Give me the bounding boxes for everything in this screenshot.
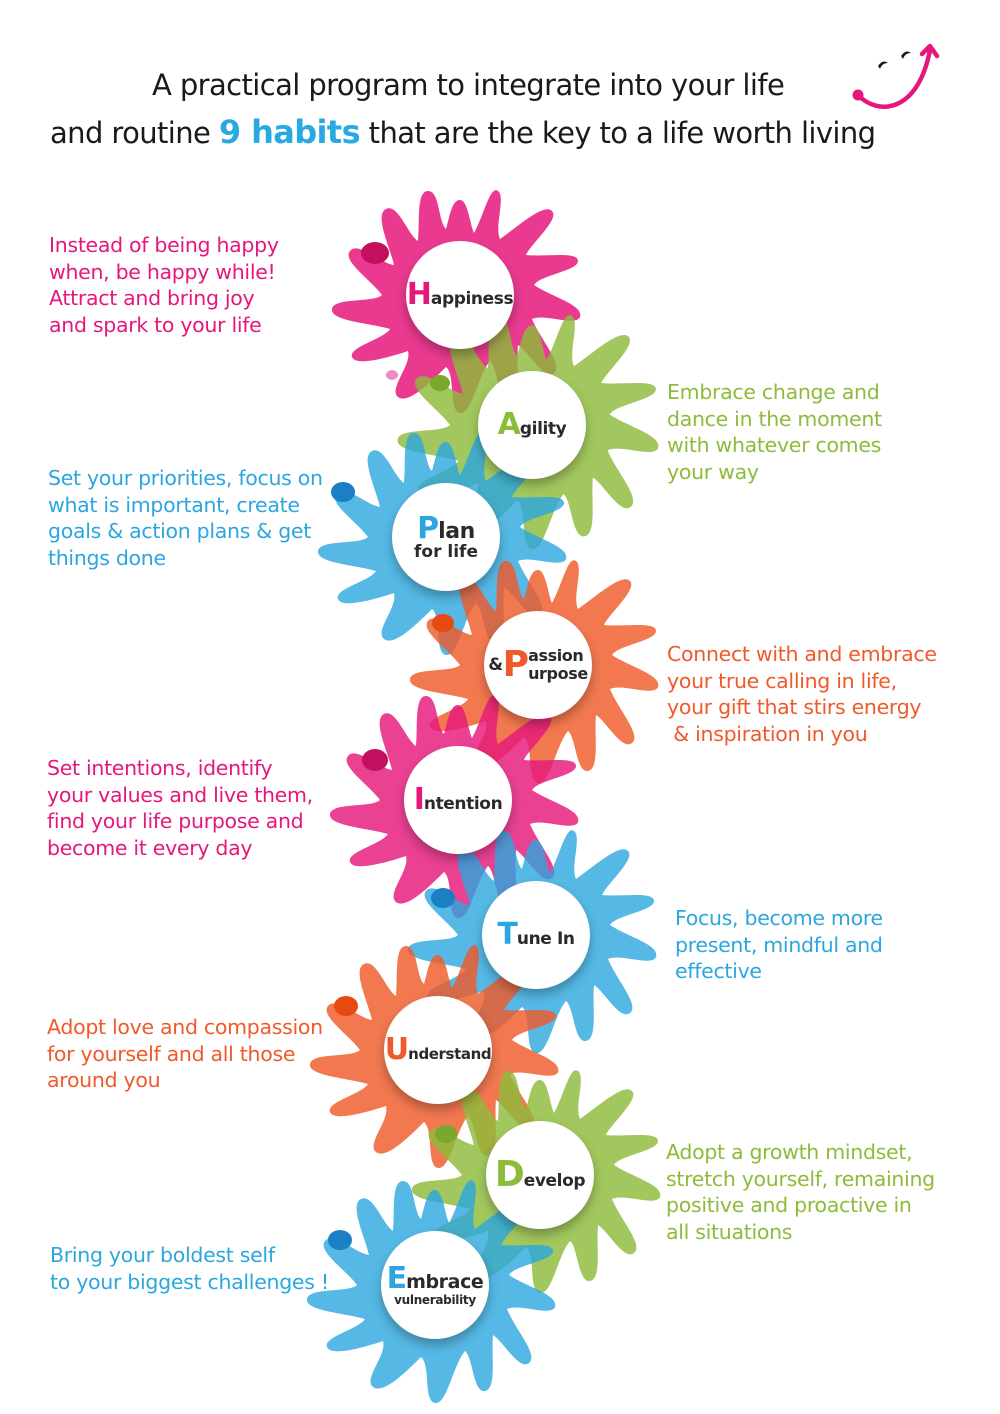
habit-initial: H: [406, 277, 432, 312]
habit-embrace-badge: Embrace vulnerability: [381, 1231, 489, 1339]
habit-happiness-badge: Happiness: [406, 241, 514, 349]
habit-initial: P: [502, 644, 529, 685]
habit-initial: I: [413, 782, 425, 817]
habit-label: lan: [438, 518, 475, 544]
habit-passion-description: Connect with and embrace your true calli…: [667, 642, 937, 746]
habit-passion-purpose-badge: & P assion urpose: [484, 611, 592, 719]
headline-line-1: A practical program to integrate into yo…: [152, 68, 785, 102]
headline-suffix: that are the key to a life worth living: [360, 116, 876, 150]
habit-understand-badge: Understand: [384, 996, 492, 1104]
habit-embrace-description: Bring your boldest self to your biggest …: [50, 1243, 329, 1294]
habit-develop-badge: Develop: [486, 1121, 594, 1229]
habit-tune-in-badge: Tune In: [482, 881, 590, 989]
habit-label: appiness: [430, 289, 514, 309]
habit-initial: E: [386, 1261, 407, 1296]
habit-initial: D: [494, 1154, 525, 1195]
habit-happiness-description: Instead of being happy when, be happy wh…: [49, 233, 279, 337]
habit-sublabel: for life: [414, 541, 478, 562]
habit-agility-badge: Agility: [478, 371, 586, 479]
habit-prefix: &: [488, 654, 503, 675]
habit-initial: U: [384, 1032, 409, 1067]
headline-prefix: and routine: [50, 116, 219, 150]
headline-accent: 9 habits: [218, 113, 361, 151]
habit-understand-description: Adopt love and compassion for yourself a…: [47, 1015, 323, 1092]
habit-initial: T: [497, 917, 517, 952]
habit-plan-badge: Plan for life: [392, 483, 500, 591]
habit-sublabel: urpose: [528, 664, 588, 683]
habit-intention-badge: Intention: [404, 746, 512, 854]
habit-intention-description: Set intentions, identify your values and…: [47, 756, 313, 860]
habit-agility-description: Embrace change and dance in the moment w…: [667, 380, 882, 484]
habit-label: gility: [519, 419, 567, 439]
smiley-face-icon: [852, 43, 940, 109]
habit-label: une In: [516, 929, 575, 949]
habit-label: nderstand: [408, 1045, 492, 1063]
habit-initial: A: [497, 407, 521, 442]
habit-label: evelop: [523, 1171, 586, 1191]
headline-line-2: and routine 9 habits that are the key to…: [50, 113, 876, 151]
habit-initial: P: [417, 510, 439, 546]
habit-develop-description: Adopt a growth mindset, stretch yourself…: [666, 1140, 935, 1244]
habit-label: mbrace: [406, 1271, 484, 1293]
habit-plan-description: Set your priorities, focus on what is im…: [48, 466, 323, 570]
habit-label: assion: [528, 646, 584, 665]
habit-tune-in-description: Focus, become more present, mindful and …: [675, 906, 883, 983]
habit-label: ntention: [423, 794, 503, 814]
habit-sublabel: vulnerability: [394, 1293, 476, 1307]
